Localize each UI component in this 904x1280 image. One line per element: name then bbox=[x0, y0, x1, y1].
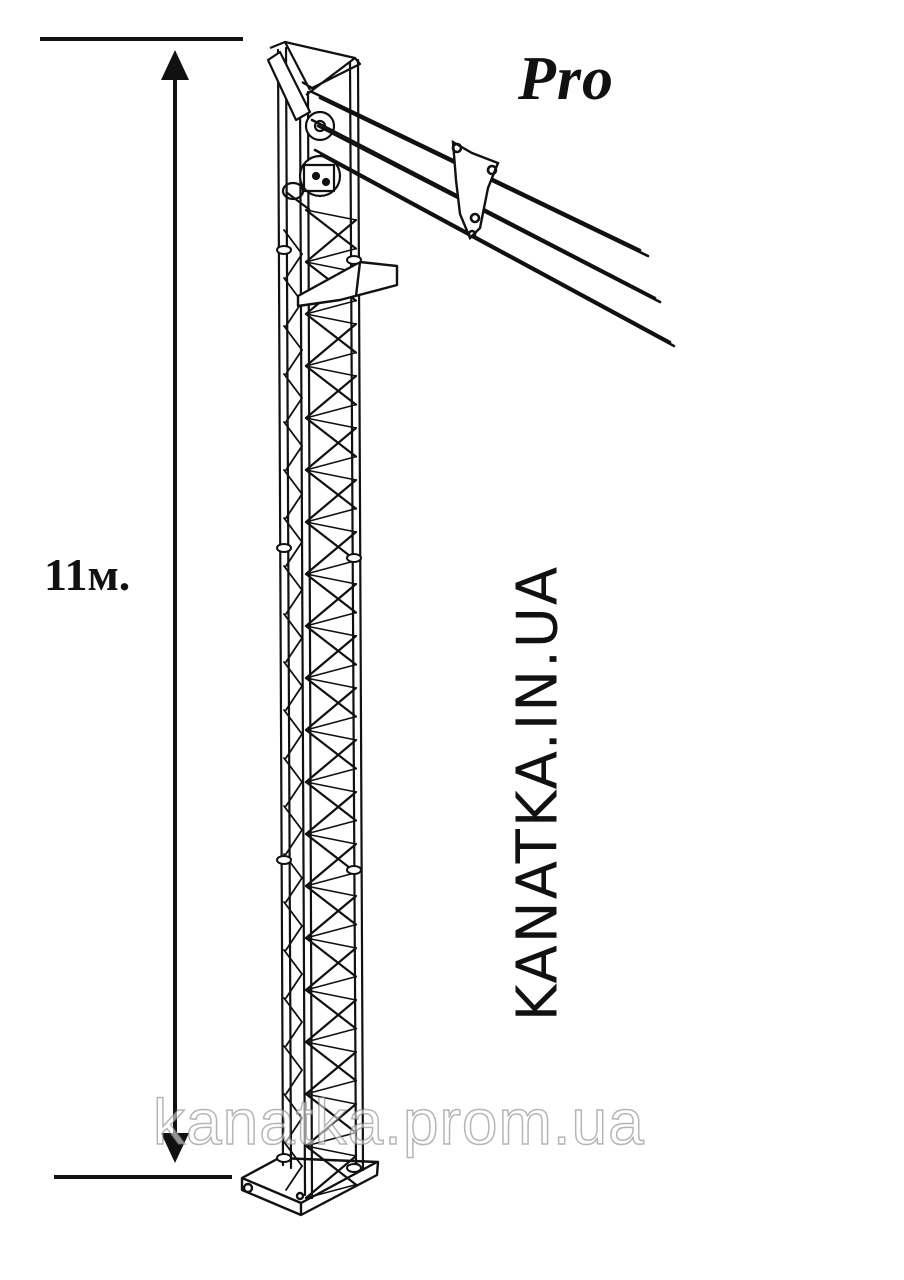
tower-head bbox=[266, 40, 362, 211]
tower-joint-collars bbox=[276, 245, 362, 1173]
height-label: 11м. bbox=[44, 549, 131, 600]
crane-jib bbox=[310, 90, 676, 348]
tower-lattice bbox=[276, 46, 365, 1200]
watermark: kanatka.prom.ua bbox=[152, 1085, 645, 1159]
site-label-text: KANATKA.IN.UA bbox=[505, 564, 571, 1022]
height-arrow-icon bbox=[161, 50, 189, 1163]
brand-label: Pro bbox=[518, 45, 614, 113]
